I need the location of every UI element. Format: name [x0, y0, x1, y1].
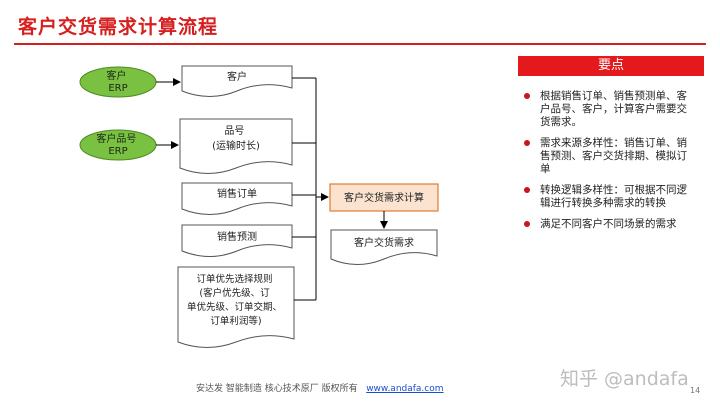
- erp-item-label: 客户品号 ERP: [96, 132, 139, 157]
- doc-sales-forecast-shape: [181, 224, 293, 257]
- page-number: 14: [690, 386, 701, 395]
- watermark: 知乎 @andafa: [560, 368, 689, 390]
- doc-rules-label: 订单优先选择规则 (客户优先级、订 单优先级、订单交期、 订单利润等): [187, 273, 285, 327]
- key-point-item: 转换逻辑多样性：可根据不同逻辑进行转换多种需求的转换: [522, 184, 694, 210]
- doc-customer-label: 客户: [227, 70, 247, 83]
- footer: 安达发 智能制造 核心技术原厂 版权所有 www.andafa.com: [196, 381, 444, 394]
- doc-output-label: 客户交货需求: [354, 236, 414, 249]
- doc-output-shape: [330, 229, 438, 265]
- doc-item-label: 品号 (运输时长): [212, 125, 260, 152]
- footer-link[interactable]: www.andafa.com: [366, 384, 444, 394]
- bullet-icon: [524, 140, 530, 146]
- bullet-icon: [524, 221, 530, 227]
- bullet-icon: [524, 187, 530, 193]
- key-point-item: 满足不同客户不同场景的需求: [522, 218, 694, 231]
- doc-sales-order-shape: [181, 182, 293, 215]
- doc-customer-shape: [181, 65, 293, 97]
- title-divider: [14, 43, 706, 45]
- process-box: [329, 183, 439, 212]
- doc-sales-order-label: 销售订单: [217, 187, 257, 200]
- key-points-header: 要点: [518, 56, 704, 76]
- key-points-list: 根据销售订单、销售预测单、客户品号、客户，计算客户需要交货需求。 需求来源多样性…: [522, 90, 694, 239]
- doc-sales-forecast-label: 销售预测: [217, 230, 257, 243]
- process-label: 客户交货需求计算: [344, 191, 424, 204]
- bullet-icon: [524, 93, 530, 99]
- key-point-item: 根据销售订单、销售预测单、客户品号、客户，计算客户需要交货需求。: [522, 90, 694, 129]
- page-title: 客户交货需求计算流程: [18, 16, 219, 38]
- doc-rules-shape: [177, 266, 295, 348]
- erp-customer-label: 客户 ERP: [106, 69, 129, 94]
- key-point-item: 需求来源多样性：销售订单、销售预测、客户交货排期、模拟订单: [522, 137, 694, 176]
- doc-item-shape: [179, 118, 293, 174]
- footer-text: 安达发 智能制造 核心技术原厂 版权所有: [196, 384, 358, 394]
